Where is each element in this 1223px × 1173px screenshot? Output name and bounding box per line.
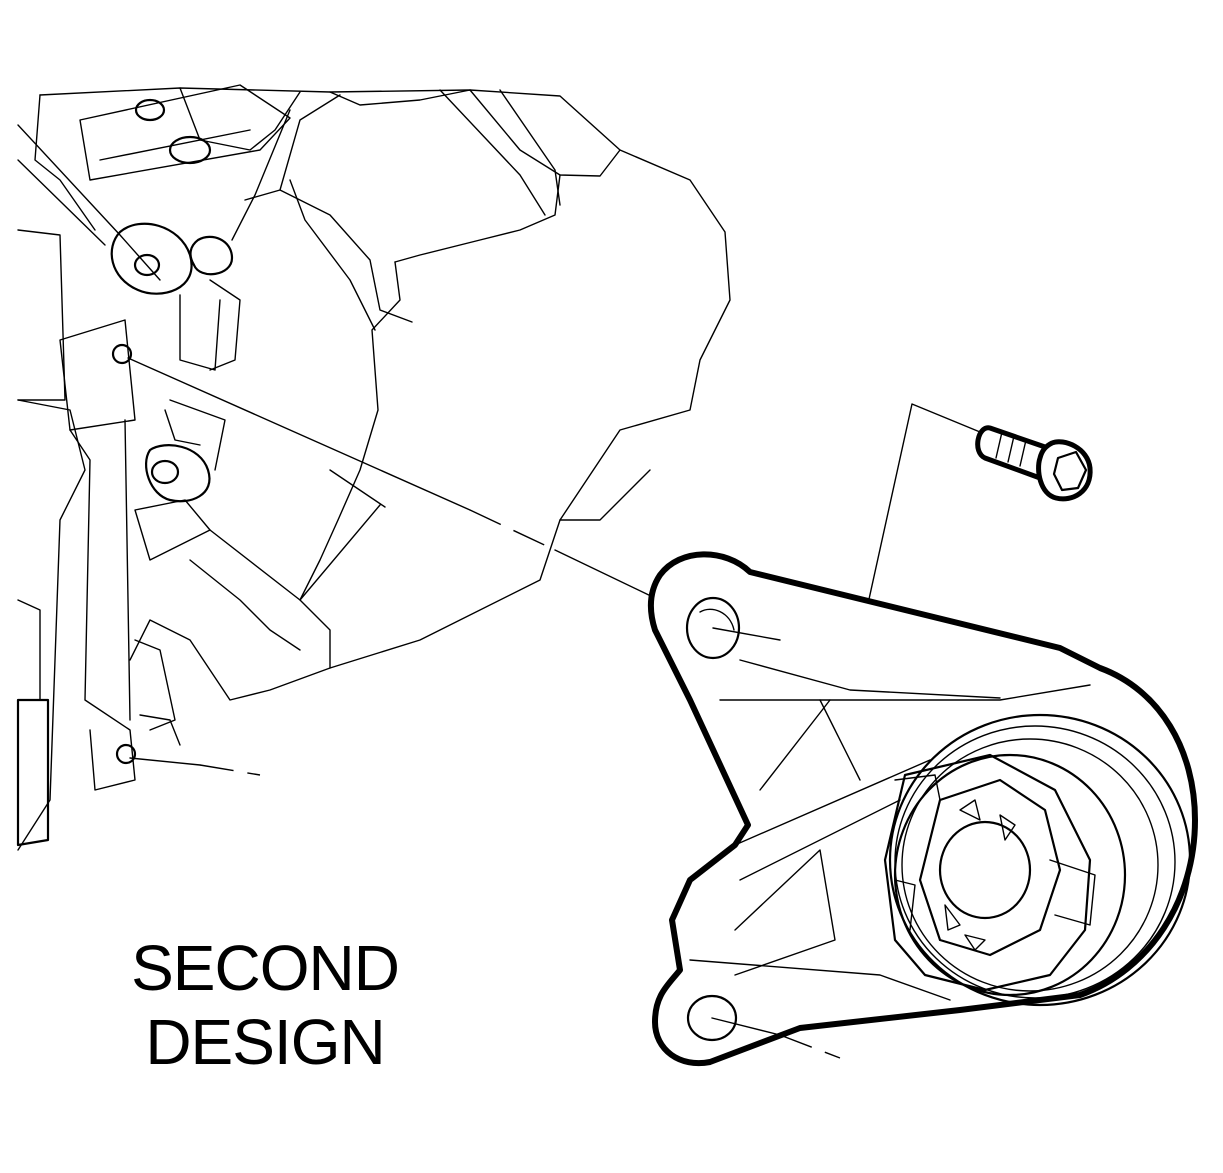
bolt [975,425,1093,502]
alignment-line-lower [129,757,201,766]
motor-mount [647,551,1198,1067]
bolt-leader [859,403,981,641]
alignment-dash-lower [199,764,261,776]
link-arm [79,84,341,371]
hose-assembly [134,399,226,561]
left-bracket [16,124,181,851]
caption-line-1: SECOND [131,932,400,1004]
alignment-line-upper-end [554,549,656,599]
engine-block-outline [34,87,731,701]
alignment-dash-upper [469,509,556,551]
caption-line-2: DESIGN [145,1006,385,1078]
alignment-line-upper [127,357,471,511]
